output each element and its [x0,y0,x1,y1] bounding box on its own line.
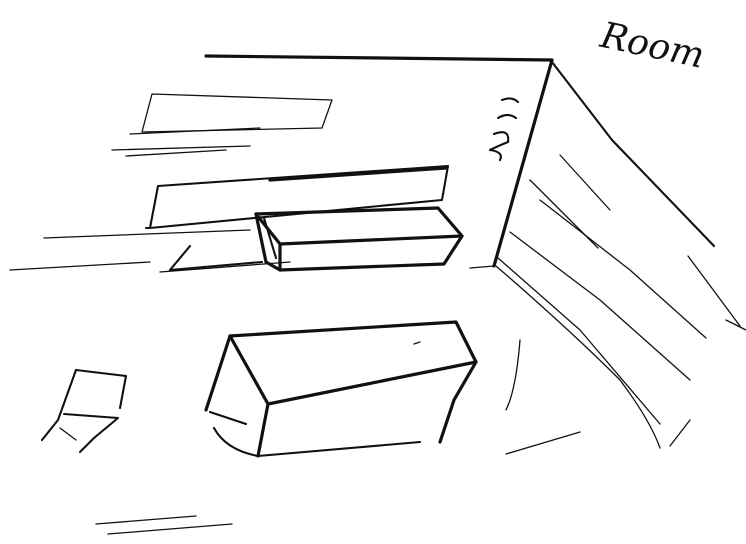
large-box [204,320,581,458]
long-box [9,164,450,273]
back-wall [204,54,716,269]
side-wall [495,154,746,449]
room-label: Room [596,15,708,77]
front-box [254,206,464,272]
room-label-text: Room [596,15,708,77]
small-cube [40,368,128,454]
upper-left-plank [111,93,333,157]
floor-lines [95,515,233,535]
